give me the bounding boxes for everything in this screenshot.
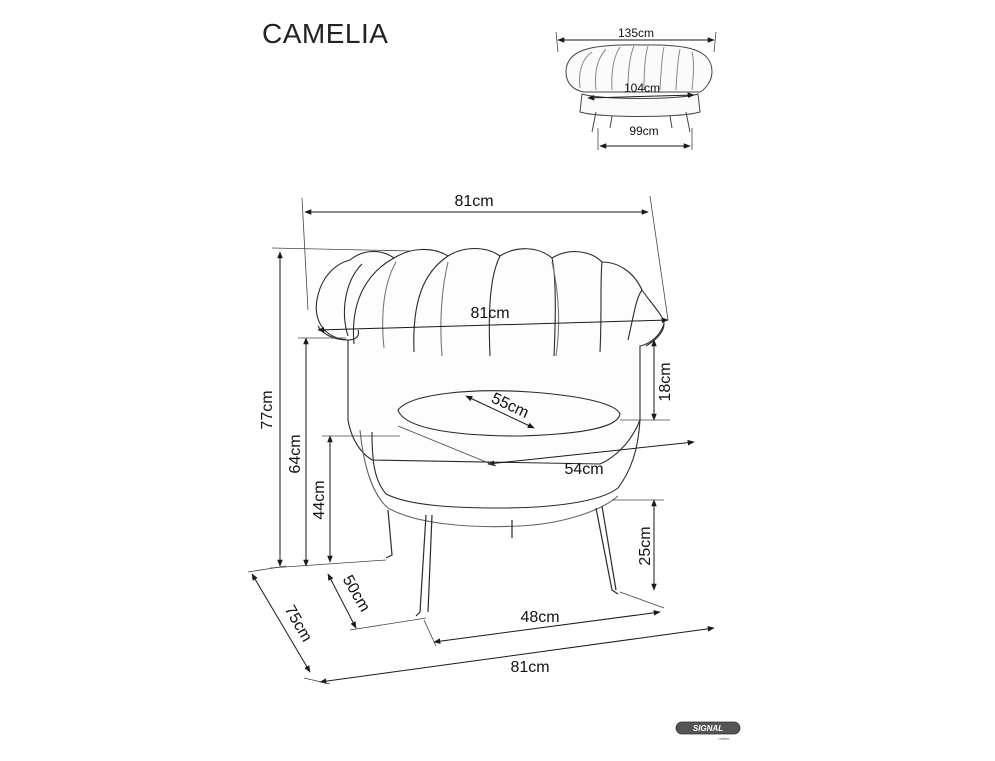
back-height-label: 18cm [657,362,674,401]
arm-width-dim-line [317,317,669,333]
seat-width-label: 54cm [564,461,603,478]
seat-width-dim-line [487,439,695,467]
arm-height-label: 64cm [287,434,304,473]
leg-depth-dim-line [327,573,357,629]
brand-name: SIGNAL [693,724,723,733]
total-height-label: 77cm [259,390,276,429]
sofa-seat-dim-line [587,92,695,101]
brand-sub: meble [719,736,731,741]
signal-logo: SIGNAL meble [675,721,741,741]
armchair-legs [385,505,619,617]
base-width-dim-line [319,626,715,684]
top-width-ext-left [301,197,309,311]
base-width-label: 81cm [510,659,549,676]
sofa-seat-width-label: 104cm [624,81,660,95]
product-title: CAMELIA [262,18,389,49]
sofa-width-label: 135cm [618,26,654,40]
seat-depth-dim-line [465,395,535,429]
arm-width-label: 81cm [470,305,509,322]
total-depth-label: 75cm [281,603,315,645]
armchair-outline [315,247,665,528]
top-width-label: 81cm [454,193,493,210]
seat-height-label: 44cm [311,480,328,519]
sofa-leg-width-label: 99cm [629,124,658,138]
top-width-ext-right [649,195,669,321]
leg-span-label: 48cm [520,609,559,626]
leg-depth-label: 50cm [339,573,373,615]
leg-height-label: 25cm [637,526,654,565]
total-depth-dim-line [251,573,311,673]
